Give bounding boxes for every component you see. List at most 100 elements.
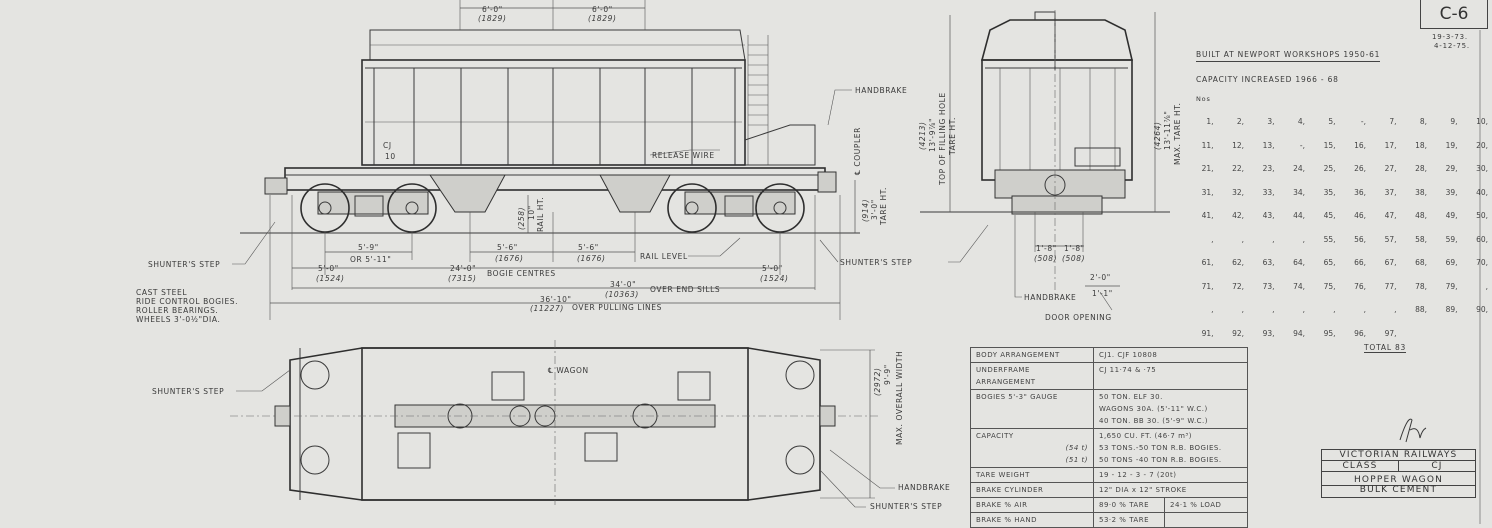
spec-value: 50 TON. ELF 30. — [1099, 393, 1163, 401]
wagon-number: , — [1394, 305, 1397, 315]
wagon-number: 71, — [1201, 281, 1214, 291]
spec-label: CAPACITY — [976, 432, 1014, 440]
bogie-centres-mm: (7315) — [448, 274, 477, 283]
wagon-number: 66, — [1354, 258, 1366, 268]
wagon-number: 10 — [385, 152, 396, 161]
wagon-number: 25, — [1323, 164, 1336, 174]
numbers-label: Nos — [1196, 95, 1211, 103]
bogie-right — [667, 183, 805, 233]
filling-hole-tare: TARE HT. — [948, 117, 957, 156]
spec-value: 40 TON. BB 30. (5'-9" W.C.) — [1099, 417, 1209, 425]
wagon-number: 8, — [1419, 117, 1427, 127]
wagon-number: 76, — [1354, 281, 1366, 291]
top-dim-2: 6'-0" — [592, 5, 613, 14]
wagon-number: 62, — [1232, 258, 1244, 268]
shunters-step-label: SHUNTER'S STEP — [148, 260, 220, 269]
wagon-number: , — [1485, 281, 1488, 291]
max-tare-ft: 13'-11⅞" — [1163, 111, 1172, 150]
max-tare-label: MAX. TARE HT. — [1173, 103, 1182, 166]
wagon-number: 48, — [1415, 211, 1427, 221]
spec-label: BRAKE % AIR — [976, 501, 1028, 509]
rail-ht-ft: 10" — [527, 205, 536, 220]
wagon-number: 44, — [1293, 211, 1305, 221]
spec-value: CJ 11·74 & ·75 — [1099, 366, 1157, 374]
wagon-number: 77, — [1384, 281, 1397, 291]
numbers-row: ,,,,55,56,57,58,59,60, — [1183, 228, 1492, 252]
wagon-number: 15, — [1323, 140, 1336, 150]
revision-date: 19-3-73. — [1432, 33, 1468, 41]
handbrake-label: HANDBRAKE — [1024, 293, 1076, 302]
hopper-dim-1-mm: (1676) — [495, 254, 524, 263]
wagon-number: 21, — [1201, 164, 1214, 174]
end-sills-mm: (10363) — [605, 290, 639, 299]
wagon-number: 31, — [1201, 187, 1214, 197]
filling-hole-mm: (4213) — [918, 121, 927, 150]
end-dim-2: 5'-0" — [762, 264, 783, 273]
wagon-number: 5, — [1328, 117, 1336, 127]
note-line: RIDE CONTROL BOGIES. — [136, 297, 238, 306]
wagon-number: 7, — [1389, 117, 1397, 127]
filling-hole-ft: 13'-9⅞" — [928, 118, 937, 152]
wagon-number: 1, — [1206, 117, 1214, 127]
wagon-number: 73, — [1262, 281, 1275, 291]
wagon-number: 16, — [1354, 140, 1366, 150]
wagon-number: 58, — [1415, 234, 1427, 244]
release-wire-label: RELEASE WIRE — [652, 151, 715, 160]
wagon-number: 33, — [1262, 187, 1275, 197]
hopper-dim-2: 5'-6" — [578, 243, 599, 252]
hopper-dim-2-mm: (1676) — [577, 254, 606, 263]
top-dim-1: 6'-0" — [482, 5, 503, 14]
wagon-number: 57, — [1384, 234, 1397, 244]
handbrake-label: HANDBRAKE — [855, 86, 907, 95]
end-sills-label: OVER END SILLS — [650, 285, 720, 294]
wagon-number: 64, — [1293, 258, 1305, 268]
wagon-number: 3, — [1267, 117, 1275, 127]
sheet-number: C-6 — [1420, 0, 1488, 29]
coupler-ht-ft: 3'-0" — [870, 199, 879, 220]
wagon-number: 59, — [1445, 234, 1458, 244]
numbers-row: 71,72,73,74,75,76,77,78,79,, — [1183, 275, 1492, 299]
note-line: ROLLER BEARINGS. — [136, 306, 218, 315]
spec-value — [1164, 512, 1248, 528]
hopper-dim-1: 5'-6" — [497, 243, 518, 252]
bogie-left — [300, 183, 437, 233]
end-dim-1: 5'-0" — [318, 264, 339, 273]
spec-metric: (51 t) — [1065, 456, 1088, 464]
wagon-number: 24, — [1293, 164, 1305, 174]
wagon-number: 95, — [1323, 328, 1336, 338]
spec-value: 1,650 CU. FT. (46·7 m³) — [1099, 432, 1192, 440]
numbers-row: 1,2,3,4,5,-,7,8,9,10, — [1183, 110, 1492, 134]
wagon-number: 90, — [1476, 305, 1488, 315]
rail-ht-mm: (258) — [517, 207, 526, 230]
wagon-number: 11, — [1201, 140, 1214, 150]
note-line: WHEELS 3'-0½"DIA. — [136, 315, 220, 324]
bogie-centres-dim: 24'-0" — [450, 264, 476, 273]
wagon-number: 74, — [1293, 281, 1305, 291]
wagon-number: 29, — [1445, 164, 1458, 174]
wagon-number: 18, — [1415, 140, 1427, 150]
wagon-number: 23, — [1262, 164, 1275, 174]
wagon-number: 50, — [1476, 211, 1488, 221]
numbers-row: 91,92,93,94,95,96,97, — [1183, 322, 1492, 346]
class-label: CLASS — [1322, 461, 1399, 471]
door-dim-2: 1'-8" — [1064, 244, 1085, 253]
wagon-number: 75, — [1323, 281, 1336, 291]
numbers-row: 11,12,13,-,15,16,17,18,19,20, — [1183, 134, 1492, 158]
top-dim-2-mm: (1829) — [588, 14, 617, 23]
wagon-number: 78, — [1415, 281, 1427, 291]
wagon-number: 72, — [1232, 281, 1244, 291]
wagon-number: 27, — [1384, 164, 1397, 174]
numbers-row: 41,42,43,44,45,46,47,48,49,50, — [1183, 204, 1492, 228]
spec-label: BRAKE CYLINDER — [976, 486, 1044, 494]
door-dim-1-mm: (508) — [1034, 254, 1057, 263]
door-width: 2'-0" — [1090, 273, 1111, 282]
wagon-number: 32, — [1232, 187, 1244, 197]
wagon-number: 43, — [1262, 211, 1275, 221]
rail-ht-label: RAIL HT. — [536, 197, 545, 232]
side-view: 6'-0" (1829) 6'-0" (1829) CJ 10 RELEASE … — [136, 0, 912, 324]
spec-value: 12" DIA x 12" STROKE — [1099, 486, 1187, 494]
capacity-increased: CAPACITY INCREASED 1966 - 68 — [1196, 75, 1339, 84]
wagon-number: 56, — [1354, 234, 1366, 244]
